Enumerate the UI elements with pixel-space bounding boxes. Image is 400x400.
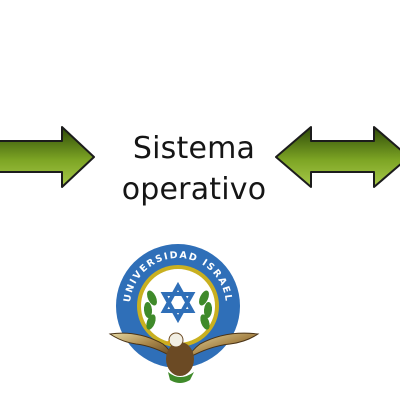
eagle-icon <box>108 332 260 383</box>
left-arrow <box>0 126 95 188</box>
star-of-david-icon <box>160 281 196 324</box>
right-double-arrow <box>275 126 400 188</box>
universidad-israel-seal: UNIVERSIDAD ISRAEL <box>108 244 260 383</box>
laurel-icon <box>143 290 213 330</box>
node-label-line-1: Sistema <box>132 131 256 166</box>
seal-inner-field <box>141 269 215 343</box>
node-label: Sistema operativo <box>96 128 292 210</box>
node-label-line-2: operativo <box>121 172 267 207</box>
